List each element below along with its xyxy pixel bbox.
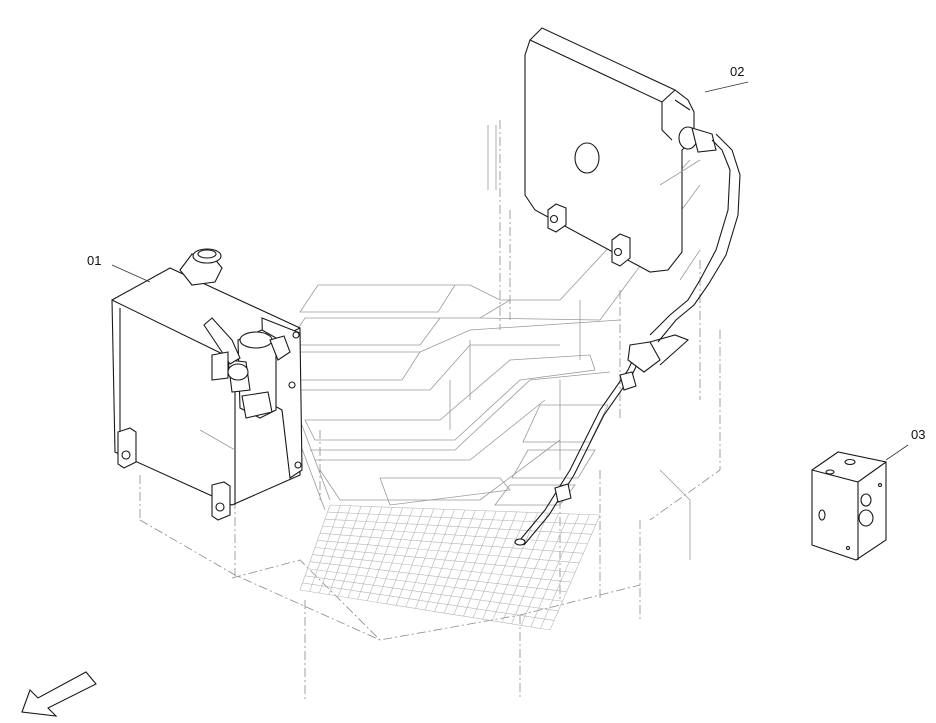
mesh-line bbox=[309, 561, 567, 592]
part-03-valve-block bbox=[811, 451, 887, 561]
mesh-line bbox=[302, 582, 555, 621]
machine-frame-outline bbox=[139, 120, 721, 700]
leader-lines bbox=[111, 81, 909, 461]
mesh-line bbox=[319, 533, 584, 554]
part-label-03: 03 bbox=[911, 427, 925, 442]
part-label-01: 01 bbox=[87, 253, 101, 268]
mesh-line bbox=[322, 525, 588, 545]
part-label-02: 02 bbox=[730, 64, 744, 79]
mesh-line bbox=[329, 504, 601, 516]
part-02-radiator bbox=[514, 27, 741, 546]
part-01-tank bbox=[111, 248, 303, 521]
mesh-line bbox=[327, 511, 596, 525]
mesh-line bbox=[312, 554, 571, 583]
mesh-line bbox=[304, 575, 559, 612]
mesh-floor-plate bbox=[299, 504, 601, 631]
mesh-line bbox=[307, 568, 563, 602]
mesh-line bbox=[314, 547, 576, 573]
mesh-line bbox=[324, 518, 592, 535]
mesh-line bbox=[299, 589, 551, 631]
mesh-line bbox=[317, 540, 580, 564]
view-direction-arrow-icon bbox=[21, 671, 97, 717]
